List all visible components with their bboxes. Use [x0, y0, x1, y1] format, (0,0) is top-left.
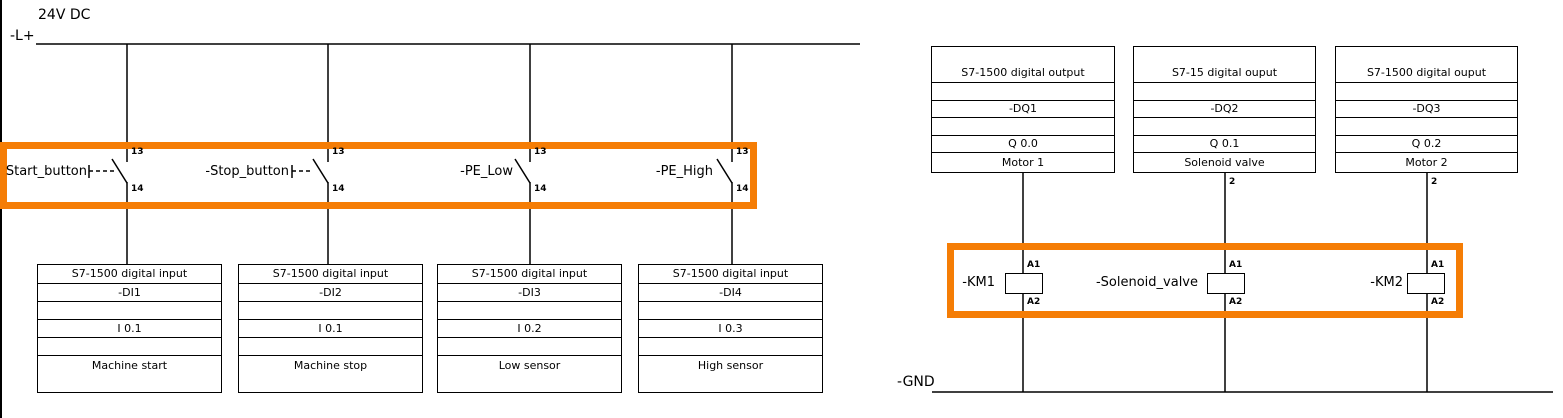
input-block-address: I 0.1: [38, 320, 221, 338]
switch-label-stop-button: -Stop_button: [205, 164, 289, 179]
output-block-dq3: S7-1500 digital ouput -DQ3 Q 0.2 Motor 2: [1335, 46, 1518, 173]
contact-blade-2: [312, 158, 329, 184]
coil-label-km2: -KM2: [1370, 275, 1403, 290]
output-block-header: S7-15 digital ouput: [1134, 47, 1315, 83]
output-block-spacer: [1336, 83, 1517, 101]
output-block-spacer: [932, 83, 1114, 101]
coil-3-terminal-a1: A1: [1431, 260, 1445, 270]
input-block-address: I 0.1: [239, 320, 422, 338]
contact-blade-4: [716, 158, 733, 184]
input-block-tag: -DI4: [639, 284, 822, 302]
contact-blade-3: [514, 158, 531, 184]
input-block-function: Machine start: [91, 359, 168, 372]
coil-symbol-km2: [1407, 273, 1445, 294]
input-block-function: High sensor: [697, 359, 764, 372]
output-block-address: Q 0.1: [1134, 136, 1315, 153]
input-block-header: S7-1500 digital input: [639, 265, 822, 284]
switch-4-terminal-14: 14: [736, 184, 749, 194]
output-block-spacer: [1134, 118, 1315, 136]
coil-3-terminal-a2: A2: [1431, 297, 1445, 307]
output-block-header: S7-1500 digital output: [932, 47, 1114, 83]
output-block-tag: -DQ2: [1134, 101, 1315, 118]
input-block-tag: -DI1: [38, 284, 221, 302]
output-block-address: Q 0.0: [932, 136, 1114, 153]
output-block-spacer: [1134, 83, 1315, 101]
input-block-address: I 0.3: [639, 320, 822, 338]
switch-1-terminal-14: 14: [131, 184, 144, 194]
input-block-spacer: [639, 338, 822, 356]
switch-2-terminal-13: 13: [332, 147, 345, 157]
switch-label-pe-high: -PE_High: [655, 164, 713, 179]
switch-3-terminal-13: 13: [534, 147, 547, 157]
input-block-spacer: [239, 338, 422, 356]
coil-label-km1: -KM1: [962, 275, 995, 290]
coil-2-terminal-a1: A1: [1229, 260, 1243, 270]
output-block-function: Solenoid valve: [1184, 155, 1265, 169]
input-block-spacer: [438, 302, 621, 320]
output-block-header: S7-1500 digital ouput: [1336, 47, 1517, 83]
switch-1-terminal-13: 13: [131, 147, 144, 157]
switch-4-terminal-13: 13: [736, 147, 749, 157]
contact-blade-1: [111, 158, 128, 184]
input-block-spacer: [438, 338, 621, 356]
input-block-spacer: [639, 302, 822, 320]
coil-symbol-km1: [1005, 273, 1043, 294]
output-wire-label-3: 2: [1431, 177, 1438, 187]
coil-2-terminal-a2: A2: [1229, 297, 1243, 307]
output-block-tag: -DQ1: [932, 101, 1114, 118]
coil-label-solenoid-valve: -Solenoid_valve: [1095, 275, 1198, 290]
input-block-function: Machine stop: [293, 359, 368, 372]
input-block-spacer: [38, 302, 221, 320]
output-wire-label-2: 2: [1229, 177, 1236, 187]
output-block-dq2: S7-15 digital ouput -DQ2 Q 0.1 Solenoid …: [1133, 46, 1316, 173]
input-block-di4: S7-1500 digital input -DI4 I 0.3 High se…: [638, 264, 823, 393]
input-block-tag: -DI2: [239, 284, 422, 302]
switch-label-start-button: Start_button: [5, 164, 87, 179]
output-block-address: Q 0.2: [1336, 136, 1517, 153]
switch-2-terminal-14: 14: [332, 184, 345, 194]
coil-1-terminal-a1: A1: [1027, 260, 1041, 270]
input-block-header: S7-1500 digital input: [239, 265, 422, 284]
positive-rail-label: -L+: [10, 28, 35, 44]
input-block-function: Low sensor: [498, 359, 561, 372]
input-block-spacer: [239, 302, 422, 320]
input-block-di2: S7-1500 digital input -DI2 I 0.1 Machine…: [238, 264, 423, 393]
output-block-spacer: [932, 118, 1114, 136]
output-block-function: Motor 1: [1001, 155, 1045, 169]
output-block-tag: -DQ3: [1336, 101, 1517, 118]
voltage-label: 24V DC: [38, 7, 91, 23]
input-block-address: I 0.2: [438, 320, 621, 338]
output-block-spacer: [1336, 118, 1517, 136]
output-block-dq1: S7-1500 digital output -DQ1 Q 0.0 Motor …: [931, 46, 1115, 173]
coil-1-terminal-a2: A2: [1027, 297, 1041, 307]
ground-rail-label: -GND: [897, 374, 935, 390]
switch-3-terminal-14: 14: [534, 184, 547, 194]
coil-symbol-solenoid-valve: [1207, 273, 1245, 294]
switch-label-pe-low: -PE_Low: [460, 164, 513, 179]
input-block-spacer: [38, 338, 221, 356]
input-block-header: S7-1500 digital input: [38, 265, 221, 284]
input-block-di3: S7-1500 digital input -DI3 I 0.2 Low sen…: [437, 264, 622, 393]
input-block-header: S7-1500 digital input: [438, 265, 621, 284]
input-block-tag: -DI3: [438, 284, 621, 302]
input-block-di1: S7-1500 digital input -DI1 I 0.1 Machine…: [37, 264, 222, 393]
output-block-function: Motor 2: [1405, 155, 1448, 169]
